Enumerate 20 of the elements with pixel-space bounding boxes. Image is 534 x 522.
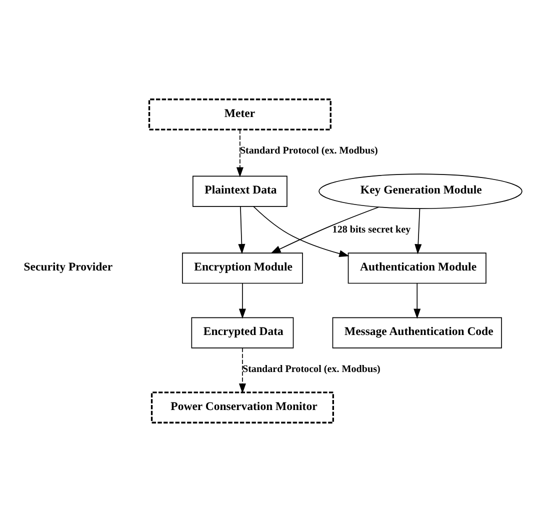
arrow (238, 348, 246, 394)
node-box: Power Conservation Monitor (150, 392, 334, 424)
node-box: Authentication Module (348, 252, 486, 284)
arrow (414, 208, 422, 254)
arrow (270, 206, 380, 254)
arrow (236, 129, 244, 178)
node-box: Encrypted Data (191, 317, 294, 348)
node-box: Meter (148, 98, 332, 130)
node-box: Message Authentication Code (332, 317, 502, 348)
label: Security Provider (24, 260, 113, 274)
arrow (238, 206, 246, 254)
arrow (253, 206, 350, 258)
edge-label: Standard Protocol (ex. Modbus) (242, 364, 380, 375)
arrow (414, 282, 421, 319)
edge-label: 128 bits secret key (332, 224, 411, 236)
node-box: Encryption Module (182, 252, 303, 284)
edge-label: Standard Protocol (ex. Modbus) (240, 146, 378, 157)
node-ellipse: Key Generation Module (318, 174, 522, 209)
node-box: Plaintext Data (192, 176, 288, 207)
arrow (238, 282, 246, 319)
